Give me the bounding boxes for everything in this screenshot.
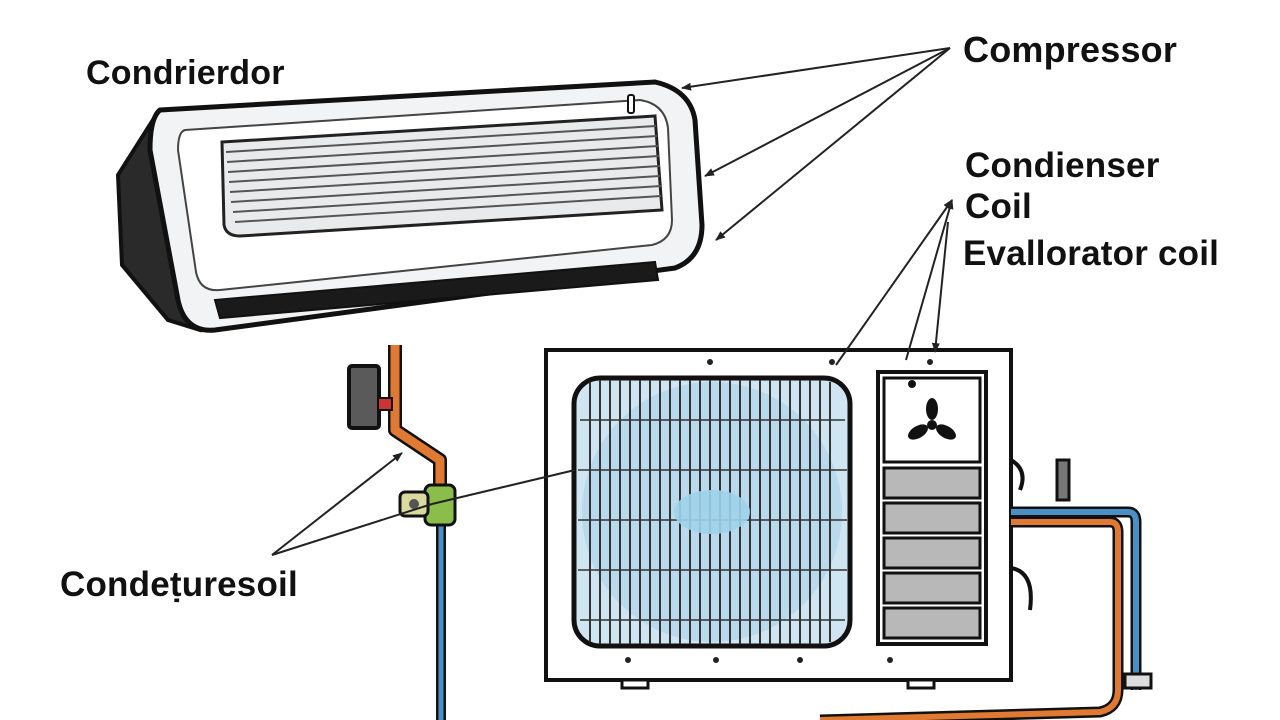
outdoor-foot-left [620,678,650,690]
upper-valve [347,364,381,430]
grille-vertical-bars [589,380,831,644]
vent-louvers [225,125,662,223]
outdoor-unit [544,348,1033,690]
arrow-compressor-3 [715,47,951,241]
arrow-condeture-1 [271,452,403,556]
casing-screws [625,359,933,663]
arrow-condienser-1 [835,199,953,366]
label-condienser-coil: Coil [965,187,1032,226]
side-handle [1010,566,1033,611]
arrow-compressor-2 [704,47,951,177]
fan-hub [674,490,750,534]
outdoor-foot-right [906,678,936,690]
right-valve-stem [1055,458,1071,502]
arrow-compressor-1 [681,47,951,91]
arrow-evaporator [931,221,949,353]
fitting-port [409,499,419,509]
arrow-condeture-3 [431,469,576,505]
indoor-unit-indicator [627,94,635,114]
label-condrierdor: Condrierdor [86,54,285,92]
leader-lines [271,47,954,556]
outdoor-pipes [819,458,1153,720]
label-evaporator-coil: Evallorator coil [963,234,1220,273]
upper-valve-connector [377,397,393,411]
indoor-unit [115,79,705,333]
coil-fins [882,466,982,640]
fan-symbol-icon [908,380,956,440]
arrow-condienser-2 [905,199,954,361]
indoor-unit-air-outlet [213,260,660,320]
arrow-condeture-2 [271,503,433,556]
copper-pipe [388,345,447,500]
right-fitting [1123,672,1153,690]
label-condienser: Condienser [965,146,1160,185]
label-condeturesoil: Condeṭuresoil [60,565,298,604]
side-bracket [1009,458,1025,491]
grille-horizontal-bars [578,419,847,621]
label-compressor: Compressor [963,29,1178,70]
refrigerant-lines [347,345,457,720]
